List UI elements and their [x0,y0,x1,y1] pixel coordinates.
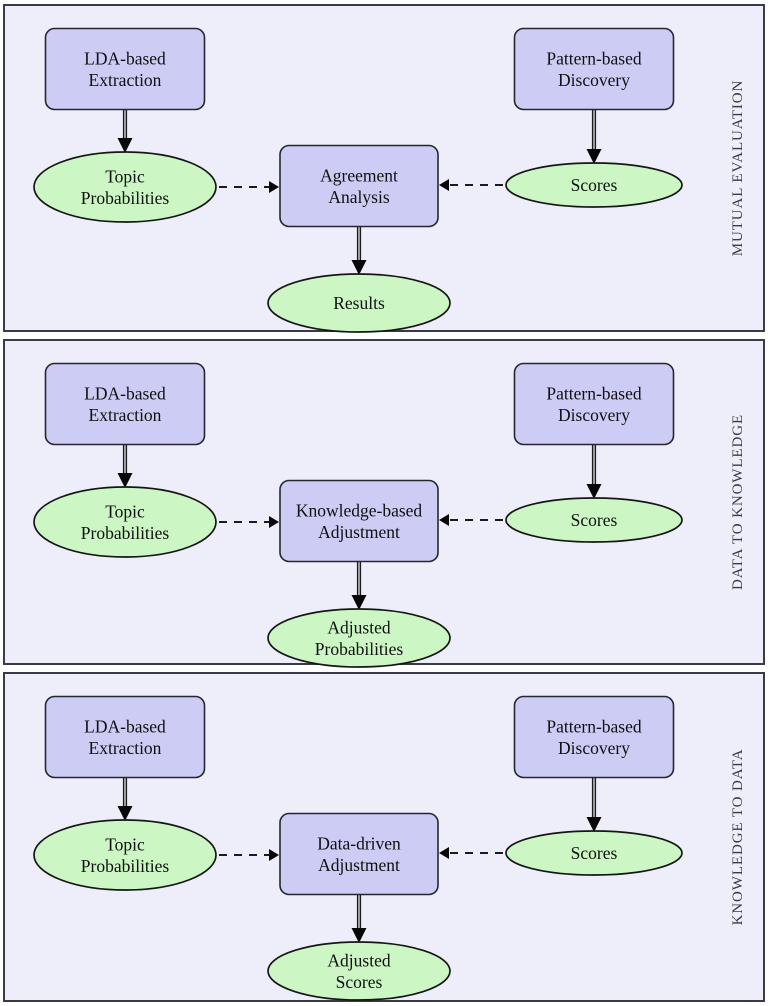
panel-mutual-evaluation-node-topicprob-label-line-1: Topic [105,166,145,186]
panel-mutual-evaluation-node-scores-label-line-1: Scores [571,175,618,195]
panel-knowledge-to-data-node-topicprob-label-line-1: Topic [105,834,145,854]
panel-knowledge-to-data-edge-lda-to-topicprob-head [117,806,133,821]
panel-mutual-evaluation-node-lda-label-line-2: Extraction [89,70,162,90]
panel-knowledge-to-data-edge-center-to-output [356,894,362,930]
panel-mutual-evaluation-side-label: MUTUAL EVALUATION [730,80,746,257]
panel-mutual-evaluation-node-output-shape [267,273,451,333]
panel-data-to-knowledge-edge-scores-to-center-head [439,514,449,526]
panel-data-to-knowledge-node-pattern-shape [513,362,675,446]
panel-data-to-knowledge-node-topicprob-shape [33,486,217,558]
panel-knowledge-to-data-node-scores-shape [505,830,683,876]
panel-knowledge-to-data-edge-scores-to-center-head [439,847,449,859]
panel-mutual-evaluation-node-scores-shape [505,162,683,208]
panel-data-to-knowledge-node-scores-label-line-1: Scores [571,510,618,530]
panel-mutual-evaluation-edge-topicprob-to-center-head [269,181,279,193]
panel-knowledge-to-data-edge-lda-to-topicprob [122,777,128,808]
panel-knowledge-to-data-node-pattern-shape [513,695,675,779]
panel-knowledge-to-data-node-lda-label-line-1: LDA-based [84,716,166,736]
panel-mutual-evaluation-edge-pattern-to-scores [591,109,597,151]
panel-knowledge-to-data-node-pattern-label-line-2: Discovery [558,738,630,758]
panel-data-to-knowledge-edge-center-to-output-head [351,595,367,610]
panel-data-to-knowledge-node-topicprob-label-line-2: Probabilities [81,523,170,543]
panel-knowledge-to-data-edge-topicprob-to-center-head [269,849,279,861]
panel-data-to-knowledge-node-lda-label-line-1: LDA-based [84,383,166,403]
panel-mutual-evaluation-node-pattern-label-line-2: Discovery [558,70,630,90]
panel-mutual-evaluation-node-center-label-line-2: Analysis [328,187,389,207]
panel-mutual-evaluation-node-center-label-line-1: Agreement [320,165,398,185]
panel-knowledge-to-data-node-center-label-line-2: Adjustment [318,855,400,875]
panel-knowledge-to-data-node-output-label-line-2: Scores [336,972,383,992]
panel-mutual-evaluation-edge-lda-to-topicprob-head [117,138,133,153]
panel-data-to-knowledge-edge-pattern-to-scores [591,444,597,486]
panel-mutual-evaluation-node-topicprob-shape [33,151,217,223]
panel-data-to-knowledge-node-output-label-line-1: Adjusted [327,617,390,637]
panel-data-to-knowledge-edge-topicprob-to-center-head [269,516,279,528]
panel-knowledge-to-data-node-scores-label-line-1: Scores [571,843,618,863]
panel-data-to-knowledge-node-lda-label-line-2: Extraction [89,405,162,425]
panel-knowledge-to-data-node-topicprob-label-line-2: Probabilities [81,856,170,876]
panel-mutual-evaluation-node-center-shape [279,144,439,228]
panel-knowledge-to-data-node-lda-shape [44,695,206,779]
panel-knowledge-to-data-side-label: KNOWLEDGE TO DATA [730,749,746,926]
panel-data-to-knowledge-node-topicprob-label-line-1: Topic [105,501,145,521]
panel-knowledge-to-data-node-center-shape [279,812,439,896]
panel-mutual-evaluation-edge-scores-to-center-head [439,179,449,191]
panel-knowledge-to-data-node-output-label-line-1: Adjusted [327,950,390,970]
panel-data-to-knowledge-node-scores-shape [505,497,683,543]
panel-mutual-evaluation-edge-lda-to-topicprob [122,109,128,140]
panel-data-to-knowledge-node-lda-shape [44,362,206,446]
panel-data-to-knowledge-node-center-shape [279,479,439,563]
panel-mutual-evaluation-edge-pattern-to-scores-head [586,149,602,164]
panel-knowledge-to-data-edge-pattern-to-scores [591,777,597,819]
panel-knowledge-to-data-node-topicprob-shape [33,819,217,891]
panel-knowledge-to-data-node-lda-label-line-2: Extraction [89,738,162,758]
panel-data-to-knowledge-node-output-shape [267,608,451,668]
panel-data-to-knowledge-edge-pattern-to-scores-head [586,484,602,499]
panel-knowledge-to-data-node-center-label-line-1: Data-driven [317,833,401,853]
panel-data-to-knowledge-node-output-label-line-2: Probabilities [315,639,404,659]
panel-data-to-knowledge-node-pattern-label-line-2: Discovery [558,405,630,425]
panel-knowledge-to-data-edge-pattern-to-scores-head [586,817,602,832]
panel-data-to-knowledge-edge-lda-to-topicprob [122,444,128,475]
panel-data-to-knowledge-node-center-label-line-1: Knowledge-based [296,500,423,520]
panel-data-to-knowledge-edge-center-to-output [356,561,362,597]
panel-mutual-evaluation-node-topicprob-label-line-2: Probabilities [81,188,170,208]
panel-data-to-knowledge-node-pattern-label-line-1: Pattern-based [546,383,641,403]
panel-mutual-evaluation-node-output-label-line-1: Results [333,293,385,313]
panel-data-to-knowledge-side-label: DATA TO KNOWLEDGE [730,414,746,590]
panel-data-to-knowledge-edge-lda-to-topicprob-head [117,473,133,488]
panel-data-to-knowledge-node-center-label-line-2: Adjustment [318,522,400,542]
panel-mutual-evaluation-node-pattern-shape [513,27,675,111]
panel-mutual-evaluation-node-lda-label-line-1: LDA-based [84,48,166,68]
panel-mutual-evaluation-node-pattern-label-line-1: Pattern-based [546,48,641,68]
panel-knowledge-to-data-edge-center-to-output-head [351,928,367,943]
panel-knowledge-to-data-node-pattern-label-line-1: Pattern-based [546,716,641,736]
panel-mutual-evaluation-node-lda-shape [44,27,206,111]
panel-mutual-evaluation-edge-center-to-output-head [351,260,367,275]
panel-mutual-evaluation-edge-center-to-output [356,226,362,262]
panel-knowledge-to-data-node-output-shape [267,941,451,1001]
